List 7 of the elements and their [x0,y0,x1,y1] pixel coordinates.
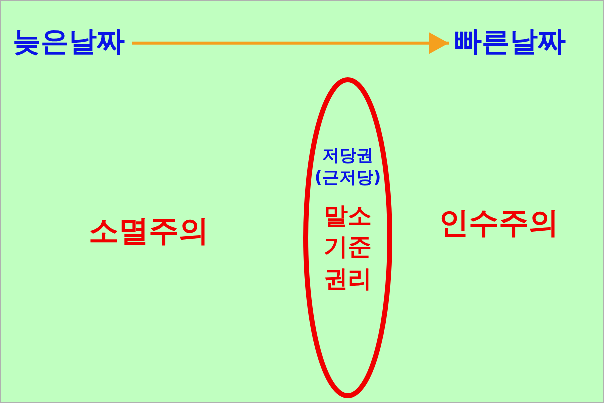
date-text: 늦은날짜 [13,27,125,58]
heading-text: 저당권 (근저당) [314,145,382,190]
arrow [132,32,449,54]
principle-text: 인수주의 [439,207,559,240]
principle-text: 소멸주의 [89,215,209,248]
date-text: 빠른날짜 [454,27,566,58]
body-text: 말소 기준 권리 [323,201,373,295]
